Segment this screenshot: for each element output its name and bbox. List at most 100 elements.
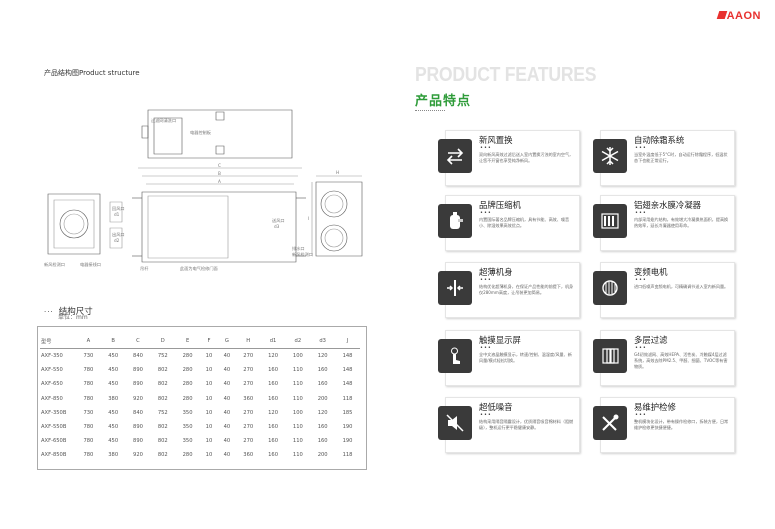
mute-speaker-icon <box>438 406 472 440</box>
exchange-arrows-icon <box>438 139 472 173</box>
value-cell: 160 <box>268 424 278 431</box>
value-cell: 110 <box>292 395 303 402</box>
model-cell: AXF-550B <box>41 424 67 431</box>
value-cell: 752 <box>157 353 168 360</box>
value-cell: 890 <box>133 438 143 445</box>
value-cell: 148 <box>342 381 353 388</box>
value-cell: 10 <box>205 424 213 431</box>
col-d3: d3 <box>319 338 326 344</box>
feature-description: 当室外温度低于5°C时，自动运行除霜程序，低温状态下也能正常运行。 <box>634 152 728 163</box>
value-cell: 110 <box>292 438 303 445</box>
col-d1: d1 <box>269 338 277 344</box>
feature-card: 易维护检修•••整机模块化设计，带有操作检修口，拆装方便，日常维护检修更快捷便捷… <box>593 397 735 453</box>
value-cell: 148 <box>342 353 353 360</box>
feature-card: 品牌压缩机•••内置国际著名品牌压缩机，具有节能、高效、噪音小、除湿效果高效优点… <box>438 195 580 251</box>
value-cell: 802 <box>157 395 168 402</box>
dim-a: A <box>218 179 221 184</box>
value-cell: 450 <box>108 438 119 445</box>
dimension-heading: ··· 结构尺寸 <box>44 299 93 318</box>
value-cell: 10 <box>205 438 213 445</box>
feature-card: 触摸显示屏•••全中文液晶触摸显示，转速/控制、温湿度/风量、新风量/模式轻松切… <box>438 330 580 386</box>
feature-card: 超薄机身•••结构优化超薄机身，在保证产品性能的前提下，机身仅280mm高度，让… <box>438 262 580 318</box>
label-outlet: 出风口 <box>112 231 125 238</box>
value-cell: 40 <box>223 424 231 431</box>
value-cell: 360 <box>243 452 254 459</box>
value-cell: 780 <box>83 395 94 402</box>
value-cell: 160 <box>317 438 328 445</box>
value-cell: 802 <box>157 381 168 388</box>
value-cell: 890 <box>133 381 143 388</box>
model-cell: AXF-350B <box>41 409 67 416</box>
dots-icon: ••• <box>635 210 647 216</box>
label-return-air: 回风口 <box>112 206 125 212</box>
value-cell: 450 <box>108 353 119 360</box>
brand-mark-icon <box>716 11 727 19</box>
features-heading-cn: 产品特点 <box>415 94 472 109</box>
dim-i: I <box>308 216 309 221</box>
value-cell: 360 <box>243 395 254 402</box>
value-cell: 280 <box>182 353 193 360</box>
value-cell: 10 <box>205 452 213 459</box>
value-cell: 840 <box>133 409 143 416</box>
feature-title: 多层过滤 <box>634 335 668 345</box>
col-h: H <box>246 338 251 344</box>
feature-title: 自动除霜系统 <box>634 135 685 145</box>
model-cell: AXF-650 <box>41 381 63 388</box>
value-cell: 148 <box>342 367 353 374</box>
value-cell: 780 <box>83 438 94 445</box>
value-cell: 450 <box>108 424 119 431</box>
spec-table-header: 型号 A B C D E F G H d1 d2 d3 J <box>40 334 360 349</box>
dim-c: C <box>218 163 221 168</box>
model-cell: AXF-550 <box>41 367 63 374</box>
feature-title: 变频电机 <box>634 267 668 277</box>
feature-title: 新风置换 <box>479 135 513 145</box>
model-cell: AXF-850 <box>41 395 63 402</box>
value-cell: 450 <box>108 367 119 374</box>
dots-icon: ••• <box>480 210 492 216</box>
col-d2: d2 <box>294 338 302 344</box>
value-cell: 890 <box>133 367 143 374</box>
feature-description: 双向新风高效过滤后送入室内置换污浊的室内空气，让您不开窗也享受纯净新风。 <box>479 152 574 163</box>
label-d1: d1 <box>114 212 120 217</box>
features-heading-en: PRODUCT FEATURES <box>415 64 597 86</box>
value-cell: 185 <box>342 409 353 416</box>
condenser-icon <box>593 204 627 238</box>
dim-h: H <box>336 170 339 175</box>
dots-icon: ••• <box>635 277 647 283</box>
value-cell: 190 <box>342 424 353 431</box>
model-cell: AXF-850B <box>41 452 67 459</box>
value-cell: 160 <box>268 367 278 374</box>
value-cell: 280 <box>182 452 193 459</box>
value-cell: 730 <box>83 409 94 416</box>
value-cell: 780 <box>83 452 94 459</box>
label-drain: 排水口 <box>292 245 305 252</box>
value-cell: 160 <box>268 381 278 388</box>
feature-title: 易维护检修 <box>634 402 676 412</box>
value-cell: 40 <box>223 395 231 402</box>
dots-icon: ••• <box>635 145 647 151</box>
value-cell: 10 <box>205 353 213 360</box>
value-cell: 200 <box>317 452 328 459</box>
col-b: B <box>111 338 115 344</box>
dots-icon: ••• <box>635 412 647 418</box>
value-cell: 40 <box>223 367 231 374</box>
feature-title: 超薄机身 <box>479 267 513 277</box>
feature-description: 内部采用翅片结构，有效增大冷凝换热面积，提高换热效率，延长冷凝器使用寿命。 <box>634 217 729 228</box>
value-cell: 10 <box>205 381 213 388</box>
thin-body-icon <box>438 271 472 305</box>
dimension-title: 结构尺寸 <box>58 307 93 317</box>
feature-description: 整机模块化设计，带有操作检修口，拆装方便，日常维护检修更快捷便捷。 <box>634 419 729 430</box>
value-cell: 40 <box>223 452 231 459</box>
label-supply-air: 送风口 <box>272 217 285 224</box>
value-cell: 40 <box>223 438 231 445</box>
feature-card: 变频电机•••进口低噪声变频电机，可精确调节送入室内新风量。 <box>593 262 735 318</box>
value-cell: 100 <box>292 409 303 416</box>
value-cell: 10 <box>205 409 213 416</box>
value-cell: 280 <box>182 395 193 402</box>
